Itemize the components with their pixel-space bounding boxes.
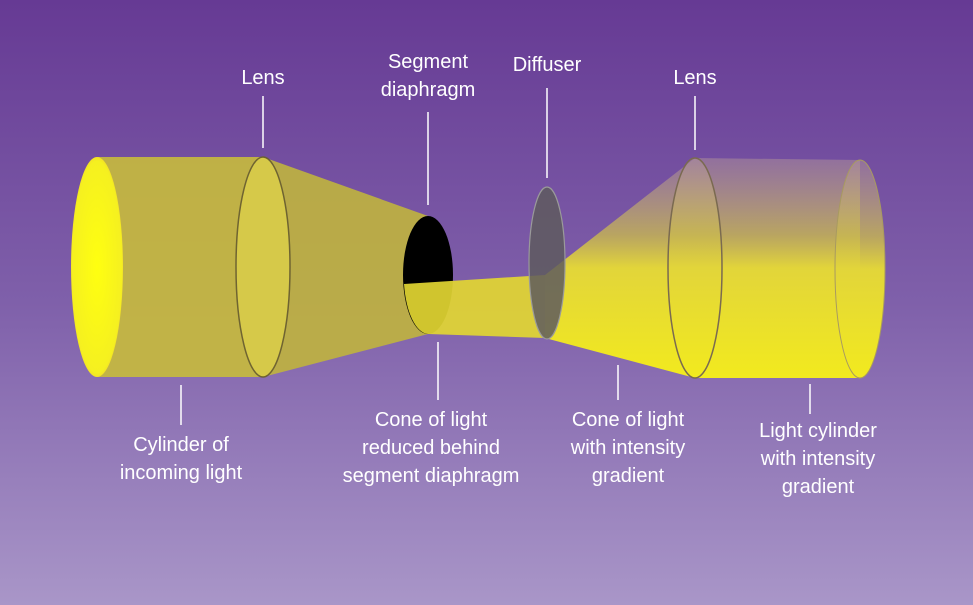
label-lens-right: Lens <box>673 67 716 89</box>
converging-cone <box>263 157 428 377</box>
diffuser <box>528 186 566 340</box>
label-cylinder-incoming-2: incoming light <box>120 462 243 484</box>
label-cone-reduced-2: reduced behind <box>362 437 500 459</box>
gradient-light-cylinder <box>695 158 860 378</box>
lens-left <box>235 156 291 378</box>
cylinder-exit-face <box>834 159 886 379</box>
incoming-light-cylinder <box>97 157 263 377</box>
label-cylinder-gradient-3: gradient <box>782 476 855 498</box>
label-lens-left: Lens <box>241 67 284 89</box>
label-segment-diaphragm-1: Segment <box>388 51 468 73</box>
label-cone-reduced-1: Cone of light <box>375 409 488 431</box>
reduced-light-cone <box>404 275 545 338</box>
label-cone-gradient-3: gradient <box>592 465 665 487</box>
label-cylinder-gradient-1: Light cylinder <box>759 420 877 442</box>
gradient-light-cone <box>545 158 695 378</box>
cylinder-entry-face <box>71 157 123 377</box>
lens-right <box>667 157 723 379</box>
label-diffuser: Diffuser <box>513 54 582 76</box>
label-cylinder-incoming-1: Cylinder of <box>133 434 229 456</box>
label-cone-gradient-1: Cone of light <box>572 409 685 431</box>
label-cone-reduced-3: segment diaphragm <box>343 465 520 487</box>
label-cone-gradient-2: with intensity <box>570 437 686 459</box>
label-cylinder-gradient-2: with intensity <box>760 448 876 470</box>
label-segment-diaphragm-2: diaphragm <box>381 79 476 101</box>
